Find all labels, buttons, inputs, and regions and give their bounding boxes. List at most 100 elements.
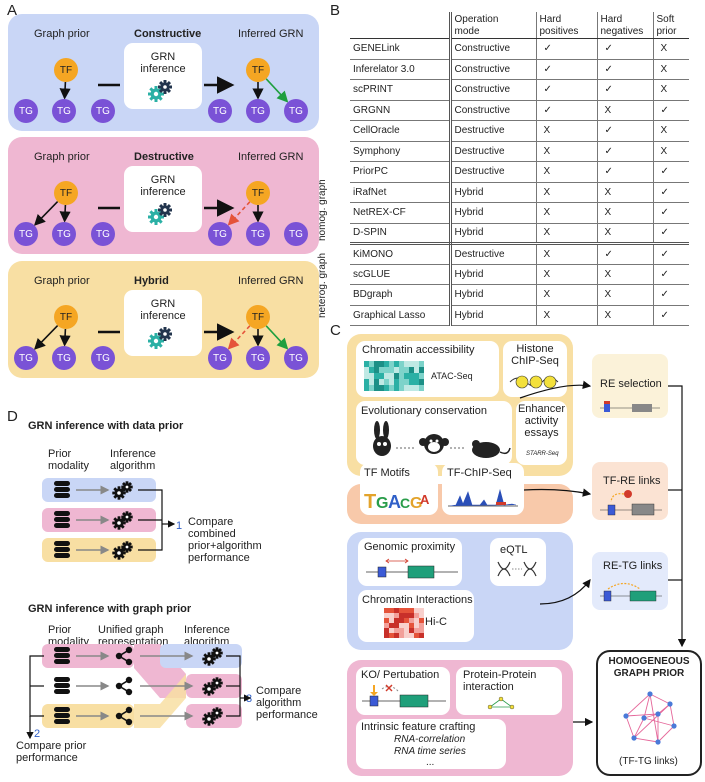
atac-heatmap-icon — [364, 361, 424, 391]
dna-icon — [497, 561, 537, 577]
panel-a-letter: A — [7, 2, 18, 19]
method-cell: BDgraph — [350, 284, 452, 306]
database-icon — [54, 511, 70, 528]
hard-positives-cell: X — [536, 202, 598, 224]
re-selection-icon — [600, 401, 660, 412]
compare-prior-label: Compare prior performance — [16, 740, 87, 764]
tf-tg-links-label: (TF-TG links) — [619, 756, 678, 767]
destructive-prior-tg-node-2: TG — [52, 222, 76, 246]
hybrid-inferred-tg-node-3: TG — [284, 346, 308, 370]
mode-cell: Constructive — [450, 59, 537, 80]
method-cell: Inferelator 3.0 — [350, 59, 452, 80]
hybrid-inferred-tf-node: TF — [246, 305, 270, 329]
tf-motifs-label: TF Motifs — [364, 467, 410, 479]
hard-negatives-cell: ✓ — [597, 120, 654, 142]
graph-prior-band-pink-2 — [186, 674, 242, 698]
destructive-inferred-tg-node-2: TG — [246, 222, 270, 246]
method-cell: Symphony — [350, 141, 452, 162]
enhancer-card — [516, 401, 567, 465]
re-selection-label: RE selection — [600, 378, 662, 390]
hard-positives-cell: X — [536, 284, 598, 306]
hard-negatives-cell: X — [597, 264, 654, 285]
soft-prior-cell: X — [653, 120, 689, 142]
hard-negatives-cell: ✓ — [597, 141, 654, 162]
homogeneous-title: HOMOGENEOUS GRAPH PRIOR — [608, 656, 690, 679]
re-tg-icon — [600, 582, 662, 602]
nucleosome-icon — [509, 375, 559, 389]
hard-negatives-cell: X — [597, 284, 654, 306]
hard-positives-cell: X — [536, 120, 598, 142]
algorithm-gear-icon — [112, 511, 133, 530]
eqtl-card — [490, 538, 546, 586]
method-cell: iRafNet — [350, 182, 452, 203]
header-hard-positives: Hard positives — [536, 12, 598, 39]
destructive-inferred-tf-node: TF — [246, 181, 270, 205]
inference-algorithm-label-1: Inference algorithm — [110, 448, 156, 472]
method-table: Operation mode Hard positives Hard negat… — [350, 12, 689, 326]
method-cell: scGLUE — [350, 264, 452, 285]
prior-modality-label-2: Prior modality — [48, 624, 89, 648]
hybrid-graph-prior-label: Graph prior — [34, 275, 90, 287]
constructive-gear-icon — [148, 80, 172, 102]
evolutionary-label: Evolutionary conservation — [361, 405, 487, 417]
constructive-mode-diagram — [59, 76, 289, 103]
hard-positives-cell: X — [536, 305, 598, 326]
method-cell: GRGNN — [350, 100, 452, 121]
svg-text:A: A — [388, 492, 401, 510]
svg-text:T: T — [364, 491, 376, 510]
panel-b-letter: B — [330, 2, 341, 19]
destructive-grn-inference-label: GRN inference — [140, 174, 186, 198]
constructive-graph-prior-label: Graph prior — [34, 28, 90, 40]
destructive-prior-tf-node: TF — [54, 181, 78, 205]
chromatin-interactions-label: Chromatin Interactions — [362, 594, 473, 606]
hybrid-grn-inference-box — [124, 290, 202, 356]
mouse-icon — [472, 440, 511, 458]
mode-cell: Constructive — [450, 100, 537, 121]
prior-modality-label-1: Prior modality — [48, 448, 89, 472]
constructive-grn-inference-box — [124, 43, 202, 109]
intrinsic-card — [356, 719, 506, 769]
svg-text:C: C — [400, 495, 410, 510]
genomic-proximity-label: Genomic proximity — [364, 541, 456, 553]
header-soft-prior: Soft prior — [653, 12, 689, 39]
database-icon — [54, 677, 70, 694]
graph-prior-band-yellow — [42, 704, 134, 728]
svg-text:G: G — [410, 495, 422, 510]
graph-representation-icon — [115, 646, 133, 666]
constructive-mode-title: Constructive — [134, 28, 202, 40]
compare-combined-label: Compare combined prior+algorithm perform… — [188, 516, 262, 564]
soft-prior-cell: ✓ — [653, 305, 689, 326]
mode-cell: Hybrid — [450, 223, 537, 245]
hard-positives-cell: ✓ — [536, 38, 598, 60]
constructive-grn-inference-label: GRN inference — [140, 51, 186, 75]
hic-label: Hi-C — [425, 616, 447, 628]
motif-logo-icon: T G A C G A — [364, 491, 430, 510]
chromatin-accessibility-label: Chromatin accessibility — [362, 344, 475, 356]
number-3-label: 3 — [246, 693, 253, 705]
constructive-inferred-tg-node-2: TG — [246, 99, 270, 123]
destructive-inferred-tg-node-1: TG — [208, 222, 232, 246]
hard-negatives-cell: ✓ — [597, 243, 654, 265]
algorithm-gear-icon — [202, 677, 223, 696]
ellipsis-label: ... — [426, 757, 435, 768]
hard-negatives-cell: X — [597, 223, 654, 245]
chip-peaks-icon — [448, 488, 518, 507]
hard-positives-cell: X — [536, 223, 598, 245]
method-cell: Graphical Lasso — [350, 305, 452, 326]
hybrid-prior-tg-node-2: TG — [52, 346, 76, 370]
constructive-inferred-tg-node-3: TG — [284, 99, 308, 123]
destructive-mode-title: Destructive — [134, 151, 194, 163]
graph-representation-icon — [115, 706, 133, 726]
hybrid-prior-tg-node-3: TG — [91, 346, 115, 370]
method-cell: scPRINT — [350, 79, 452, 101]
method-cell: CellOracle — [350, 120, 452, 142]
destructive-grn-inference-box — [124, 166, 202, 232]
histone-label: Histone ChIP-Seq — [511, 343, 559, 367]
